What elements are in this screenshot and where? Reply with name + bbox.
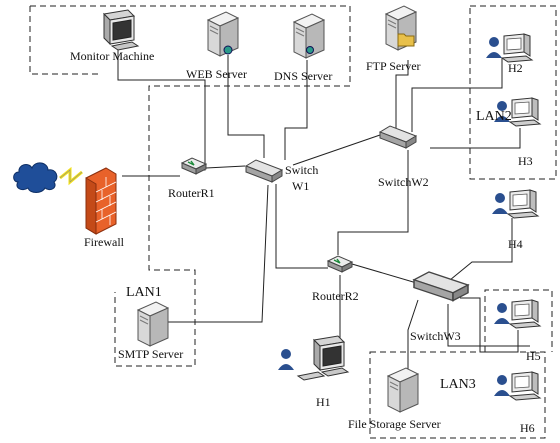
line-switchw3-h5 [460, 297, 519, 353]
monitor-machine-label: Monitor Machine [70, 49, 155, 63]
file-storage-server-label: File Storage Server [348, 417, 441, 431]
lan-boundaries [29, 5, 557, 439]
dns-globe-icon [306, 46, 314, 54]
ftp-folder-icon [397, 33, 415, 47]
h4-label: H4 [508, 237, 523, 251]
lan3-boundary [369, 351, 546, 439]
h1-user-icon [278, 349, 294, 370]
lan3-label: LAN3 [440, 377, 476, 392]
monitor-machine-crt-monitor-icon [103, 9, 139, 51]
line-switchw2-h2 [411, 58, 503, 132]
connection-lines [117, 45, 530, 372]
internet-cloud-icon [13, 162, 58, 193]
line-switchw2-h3 [430, 128, 521, 149]
router-r1-label: RouterR1 [168, 186, 215, 200]
router-r2-label: RouterR2 [312, 289, 359, 303]
router-r2-router-icon [327, 255, 353, 273]
top-server-group-boundary [29, 5, 351, 367]
lan2-label: LAN2 [476, 109, 512, 124]
h6-label: H6 [520, 421, 535, 435]
line-ftp-switchw2 [395, 60, 409, 128]
smtp-server-label: SMTP Server [118, 347, 184, 361]
lan3-h5-extension [484, 289, 553, 352]
smtp-server-tower-icon [137, 301, 169, 347]
h5-label: H5 [526, 349, 541, 363]
h5-user-workstation-icon [493, 299, 541, 329]
brick-firewall-icon [85, 167, 117, 235]
line-switchw3-file-storage [407, 299, 419, 372]
h1-crt-monitor-icon [313, 335, 349, 377]
web-globe-icon [223, 45, 233, 55]
line-monitor-router1 [117, 45, 206, 171]
lan2-boundary [469, 5, 557, 180]
switch-w1-label-line2: W1 [292, 179, 310, 193]
web-server-label: WEB Server [186, 67, 247, 81]
line-switchw1-smtp [168, 184, 269, 323]
h3-label: H3 [518, 154, 533, 168]
line-switchw2-router2 [337, 150, 409, 255]
h6-user-workstation-icon [493, 371, 541, 401]
h2-label: H2 [508, 61, 523, 75]
line-switchw1-router2 [275, 184, 328, 269]
line-router2-switchw3 [351, 263, 421, 285]
h1-keyboard-icon [296, 371, 326, 381]
line-switchw1-switchw2 [292, 134, 381, 166]
line-switchw3-h6 [447, 304, 530, 347]
line-web-switchw1 [227, 55, 265, 158]
h1-label: H1 [316, 395, 331, 409]
ftp-server-label: FTP Server [366, 59, 421, 73]
switch-w2-network-switch-icon [379, 125, 417, 149]
switch-w3-network-switch-icon [413, 271, 469, 302]
line-router1-switchw1 [205, 165, 246, 169]
router-r1-router-icon [181, 157, 207, 175]
firewall-label: Firewall [84, 235, 124, 249]
web-server-tower-icon [207, 11, 239, 57]
switch-w1-network-switch-icon [245, 159, 283, 183]
dns-server-label: DNS Server [274, 69, 333, 83]
lan1-label: LAN1 [126, 285, 162, 300]
line-dns-switchw1 [284, 60, 308, 160]
h4-user-workstation-icon [491, 189, 539, 219]
switch-w2-label: SwitchW2 [378, 175, 429, 189]
h2-user-workstation-icon [485, 33, 533, 63]
switch-w1-label-line1: Switch [285, 163, 319, 177]
lightning-link-icon [59, 166, 83, 186]
line-switchw3-h4 [449, 218, 513, 281]
switch-w3-label: SwitchW3 [410, 329, 461, 343]
file-storage-server-tower-icon [387, 367, 419, 413]
